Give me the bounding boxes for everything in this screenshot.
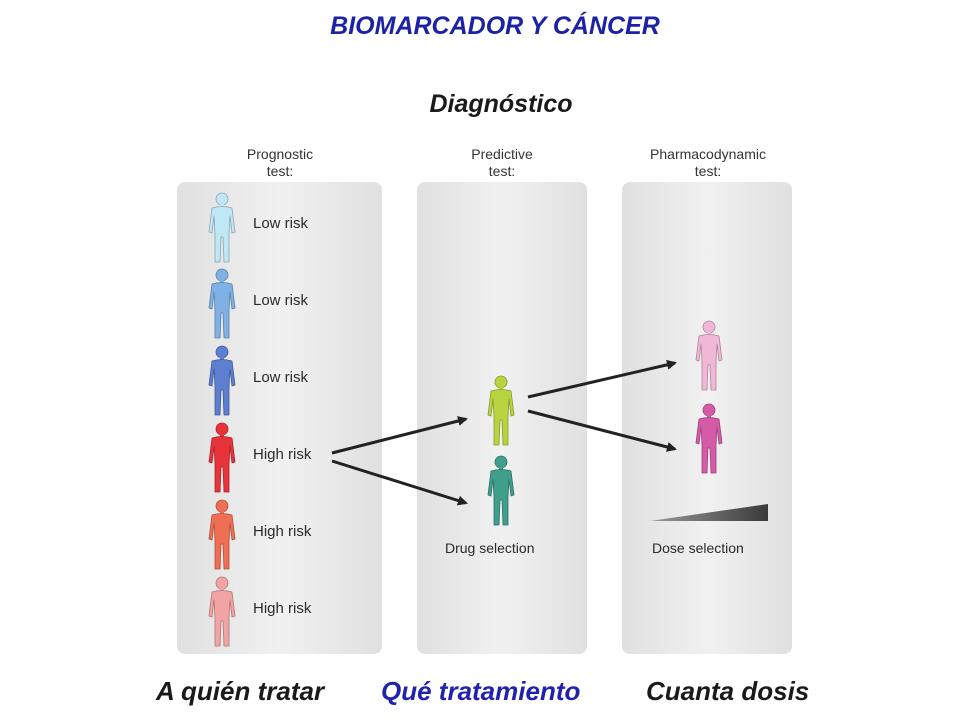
risk-label: Low risk [253, 369, 309, 386]
person-icon [208, 499, 236, 570]
risk-label: High risk [253, 446, 312, 463]
arrow-high-risk-to-drug-a [331, 416, 468, 455]
pharmacodynamic-header-line2: test: [694, 163, 722, 179]
person-icon [208, 422, 236, 493]
arrow-high-risk-to-drug-b [331, 459, 468, 506]
risk-label: High risk [253, 523, 312, 540]
prognostic-header-line1: Prognostic [246, 146, 314, 162]
pharmacodynamic-header-line1: Pharmacodynamic [650, 146, 766, 162]
predictive-header-line1: Predictive [471, 146, 533, 162]
person-icon [208, 268, 236, 339]
person-icon [695, 320, 723, 391]
risk-label: Low risk [253, 292, 309, 309]
prognostic-panel [177, 182, 382, 654]
person-icon [208, 576, 236, 647]
person-icon [695, 403, 723, 474]
person-icon [208, 192, 236, 263]
prognostic-header-line2: test: [266, 163, 294, 179]
predictive-header-line2: test: [488, 163, 516, 179]
person-icon [487, 375, 515, 446]
pharmacodynamic-header: Pharmacodynamic test: [608, 146, 808, 180]
drug-selection-label: Drug selection [445, 540, 535, 556]
how-much-caption: Cuanta dosis [646, 676, 810, 706]
dose-wedge [650, 504, 768, 521]
slide-subtitle: Diagnóstico [429, 90, 573, 118]
arrow-drug-to-low-dose [527, 359, 677, 399]
person-icon [208, 345, 236, 416]
person-icon [487, 455, 515, 526]
dose-selection-label: Dose selection [652, 540, 744, 556]
risk-label: Low risk [253, 215, 309, 232]
risk-label: High risk [253, 600, 312, 617]
predictive-header: Predictive test: [402, 146, 602, 180]
what-caption: Qué tratamiento [381, 676, 581, 706]
prognostic-header: Prognostic test: [180, 146, 380, 180]
who-caption: A quién tratar [156, 676, 325, 706]
arrow-drug-to-high-dose [527, 409, 677, 452]
slide-title: BIOMARCADOR Y CÁNCER [330, 12, 660, 40]
